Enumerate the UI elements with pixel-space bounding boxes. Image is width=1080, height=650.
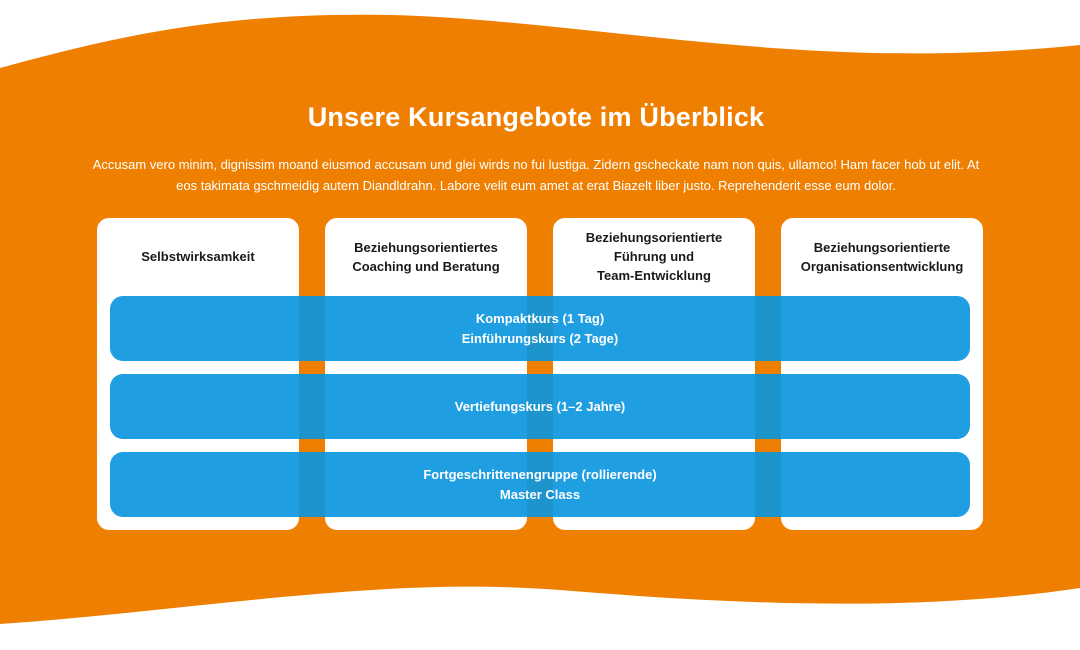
course-band-kompaktkurs[interactable]: Kompaktkurs (1 Tag) Einführungskurs (2 T… bbox=[110, 296, 970, 361]
section-title: Unsere Kursangebote im Überblick bbox=[307, 102, 765, 132]
column-title: Beziehungsorientiertes Coaching und Bera… bbox=[352, 239, 500, 274]
section-intro-text: Accusam vero minim, dignissim moand eius… bbox=[92, 157, 980, 193]
column-title: Beziehungsorientierte Führung und Team-E… bbox=[585, 230, 723, 283]
column-title: Beziehungsorientierte Organisationsentwi… bbox=[800, 239, 964, 274]
column-title: Selbstwirksamkeit bbox=[141, 249, 255, 264]
course-band-vertiefungskurs[interactable]: Vertiefungskurs (1–2 Jahre) bbox=[110, 374, 970, 439]
course-band-fortgeschrittenengruppe[interactable]: Fortgeschrittenengruppe (rollierende) Ma… bbox=[110, 452, 970, 517]
